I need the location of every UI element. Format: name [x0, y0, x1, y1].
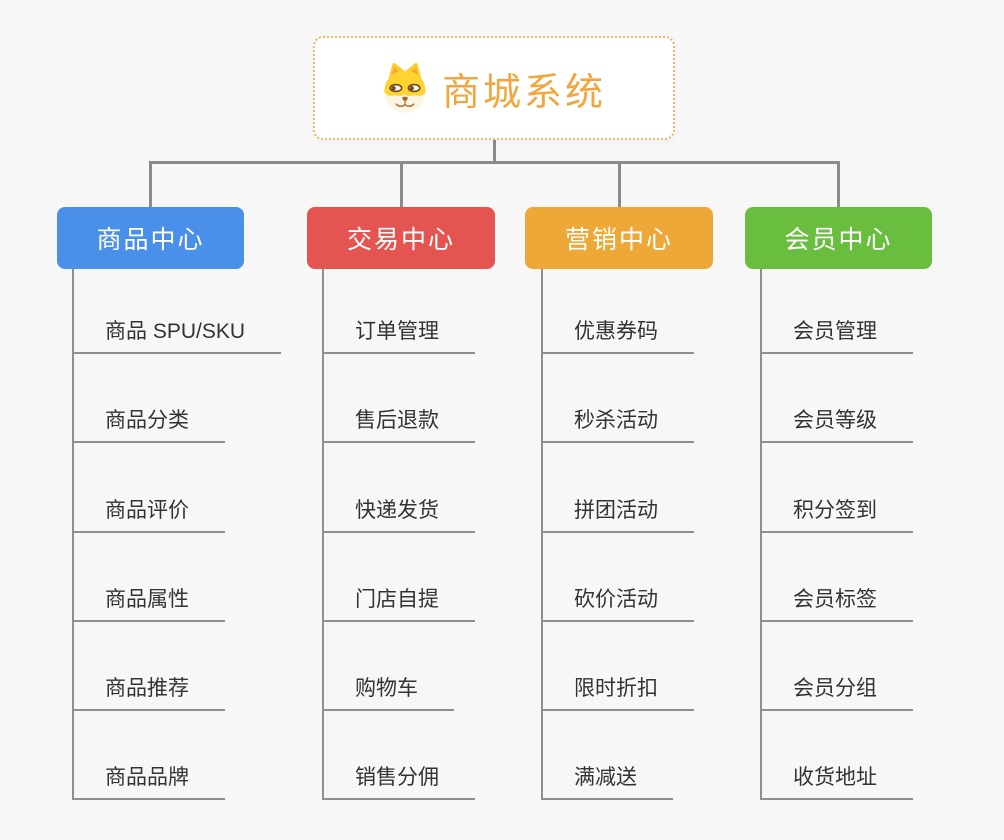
branch-box-member-center[interactable]: 会员中心 — [745, 207, 932, 269]
connector-drop-1 — [149, 161, 152, 207]
trunk-line-3 — [541, 269, 543, 800]
leaf-node-product-recommend[interactable]: 商品推荐 — [72, 674, 225, 711]
leaf-node-limited-time-discount[interactable]: 限时折扣 — [541, 674, 694, 711]
leaf-node-bargain-activity[interactable]: 砍价活动 — [541, 585, 694, 622]
branch-box-product-center[interactable]: 商品中心 — [57, 207, 244, 269]
leaf-node-member-management[interactable]: 会员管理 — [760, 317, 913, 354]
dog-face-icon — [384, 62, 426, 113]
leaf-node-flash-sale[interactable]: 秒杀活动 — [541, 406, 694, 443]
connector-drop-2 — [400, 161, 403, 207]
leaf-node-order-management[interactable]: 订单管理 — [322, 317, 475, 354]
root-node-title: 商城系统 — [441, 71, 606, 114]
leaf-node-points-checkin[interactable]: 积分签到 — [760, 496, 913, 533]
leaf-node-aftersale-refund[interactable]: 售后退款 — [322, 406, 475, 443]
trunk-line-1 — [72, 269, 74, 800]
leaf-node-express-delivery[interactable]: 快递发货 — [322, 496, 475, 533]
leaf-node-member-group[interactable]: 会员分组 — [760, 674, 913, 711]
leaf-node-group-buy[interactable]: 拼团活动 — [541, 496, 694, 533]
trunk-line-4 — [760, 269, 762, 800]
root-node-mall-system[interactable]: 商城系统 — [313, 36, 675, 140]
leaf-node-member-level[interactable]: 会员等级 — [760, 406, 913, 443]
leaf-node-sales-commission[interactable]: 销售分佣 — [322, 763, 475, 800]
branch-box-marketing-center[interactable]: 营销中心 — [525, 207, 713, 269]
connector-bus — [149, 161, 840, 164]
connector-drop-4 — [837, 161, 840, 207]
leaf-node-shopping-cart[interactable]: 购物车 — [322, 674, 454, 711]
leaf-node-product-spu-sku[interactable]: 商品 SPU/SKU — [72, 317, 282, 354]
trunk-line-2 — [322, 269, 324, 800]
leaf-node-member-tag[interactable]: 会员标签 — [760, 585, 913, 622]
leaf-node-product-brand[interactable]: 商品品牌 — [72, 763, 225, 800]
leaf-node-product-review[interactable]: 商品评价 — [72, 496, 225, 533]
leaf-node-store-pickup[interactable]: 门店自提 — [322, 585, 475, 622]
leaf-node-product-category[interactable]: 商品分类 — [72, 406, 225, 443]
branch-box-trade-center[interactable]: 交易中心 — [307, 207, 495, 269]
leaf-node-shipping-address[interactable]: 收货地址 — [760, 763, 913, 800]
leaf-node-product-attribute[interactable]: 商品属性 — [72, 585, 225, 622]
leaf-node-coupon-code[interactable]: 优惠券码 — [541, 317, 694, 354]
leaf-node-spend-and-save[interactable]: 满减送 — [541, 763, 673, 800]
connector-drop-3 — [618, 161, 621, 207]
connector-root-drop — [493, 140, 496, 161]
